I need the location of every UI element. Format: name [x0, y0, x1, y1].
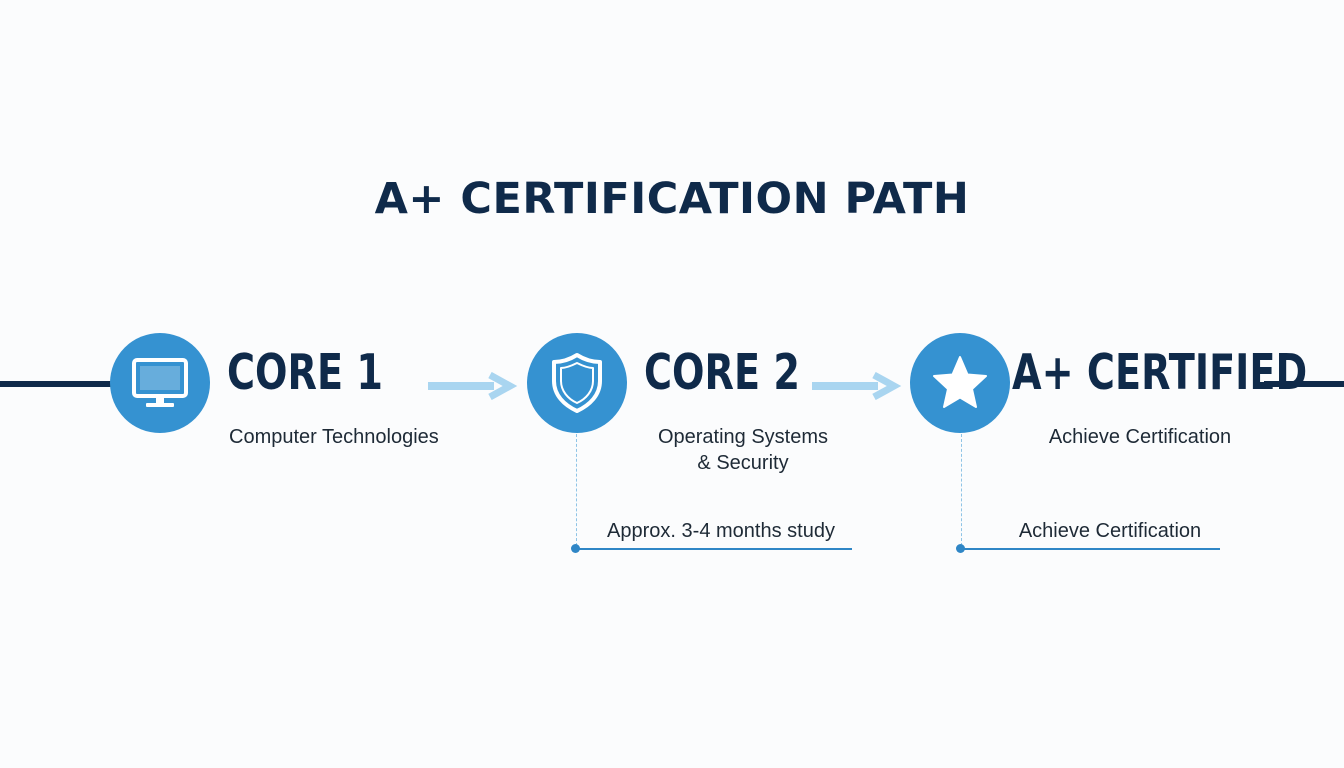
step-title-core-2: CORE 2: [644, 344, 800, 401]
step-title-certified: A+ CERTIFIED: [1012, 344, 1308, 401]
connector-dot-core-2: [571, 544, 580, 553]
timeline-rail-left: [0, 381, 112, 387]
note-underline-core-2: [576, 548, 852, 550]
connector-dot-certified: [956, 544, 965, 553]
step-subtitle-certified: Achieve Certification: [1048, 426, 1232, 448]
page-title: A+ CERTIFICATION PATH: [374, 174, 970, 224]
monitor-icon: [132, 358, 188, 407]
timeline-rail-right: [1264, 381, 1344, 387]
step-subtitle-core-1: Computer Technologies: [229, 426, 439, 448]
arrow-core2-to-certified: [812, 372, 902, 400]
note-certification: Achieve Certification: [1018, 520, 1202, 542]
note-underline-certified: [961, 548, 1220, 550]
step-subtitle-core-2: Operating Systems & Security: [657, 426, 829, 474]
step-node-certified: [910, 333, 1010, 433]
connector-dashed-certified: [961, 434, 962, 546]
step-node-core-2: [527, 333, 627, 433]
connector-dashed-core-2: [576, 434, 577, 546]
arrow-core1-to-core2: [428, 372, 518, 400]
star-icon: [933, 356, 987, 408]
step-node-core-1: [110, 333, 210, 433]
note-study-time: Approx. 3-4 months study: [607, 520, 835, 542]
shield-icon: [552, 353, 602, 413]
step-title-core-1: CORE 1: [227, 344, 383, 401]
